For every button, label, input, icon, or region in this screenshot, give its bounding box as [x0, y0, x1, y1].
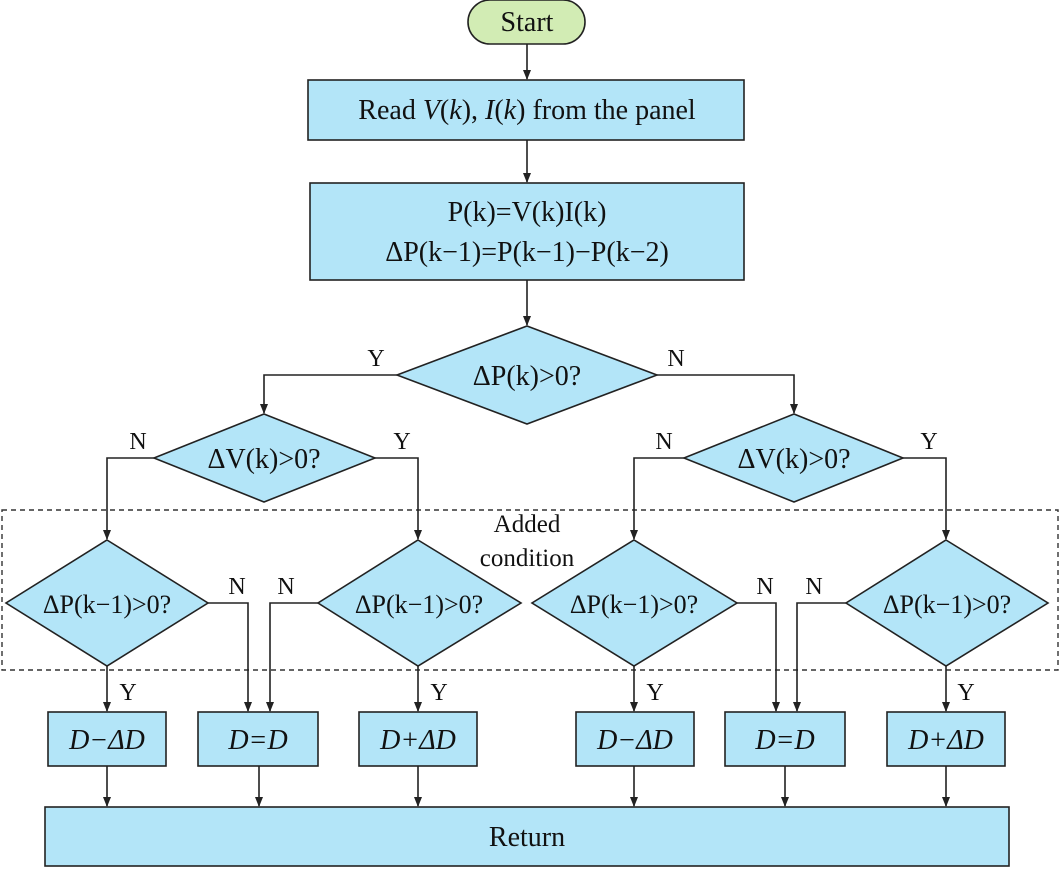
decision-dp-label: ΔP(k)>0?: [473, 361, 581, 392]
edge-label-dvr-no: N: [655, 429, 672, 455]
return-label: Return: [489, 822, 565, 853]
action-box-1: [47, 711, 167, 767]
decision-dp: [394, 325, 660, 425]
edge-label-d3-yes: Y: [646, 680, 663, 706]
action-label-2: D=D: [227, 725, 287, 756]
action-label-5: D=D: [754, 725, 814, 756]
edge-label-d4-yes: Y: [957, 680, 974, 706]
decision-dp1-4-label: ΔP(k−1)>0?: [883, 590, 1011, 619]
power-calc-line2: ΔP(k−1)=P(k−1)−P(k−2): [385, 237, 669, 268]
read-box: [307, 79, 745, 141]
decision-dp1-2-label: ΔP(k−1)>0?: [355, 590, 483, 619]
action-box-3: [358, 711, 478, 767]
edge-label-dvr-yes: Y: [920, 429, 937, 455]
action-box-4: [575, 711, 695, 767]
edge-label-d2-no: N: [277, 574, 294, 600]
edge-label-d4-no: N: [805, 574, 822, 600]
action-label-4: D−ΔD: [596, 725, 673, 756]
decision-dp1-4: [844, 539, 1050, 667]
edge-label-d3-no: N: [756, 574, 773, 600]
decision-dv-left: [151, 413, 378, 503]
decision-dp1-3: [530, 539, 739, 667]
decision-dp1-1: [4, 539, 210, 667]
decision-dp1-3-label: ΔP(k−1)>0?: [570, 590, 698, 619]
power-calc-line1: P(k)=V(k)I(k): [448, 197, 607, 228]
edge-label-d1-yes: Y: [119, 680, 136, 706]
added-condition-label-line1: Added: [494, 511, 561, 538]
start-label: Start: [501, 7, 554, 38]
action-box-6: [886, 711, 1006, 767]
action-box-2: [197, 711, 319, 767]
action-box-5: [724, 711, 846, 767]
edge-label-dp-no: N: [667, 346, 684, 372]
action-label-1: D−ΔD: [68, 725, 145, 756]
edge-label-dvl-yes: Y: [393, 429, 410, 455]
edge-label-d2-yes: Y: [430, 680, 447, 706]
edge-label-dp-yes: Y: [367, 346, 384, 372]
added-condition-region: [1, 509, 1059, 671]
action-label-3: D+ΔD: [379, 725, 456, 756]
decision-dv-right: [681, 413, 906, 503]
added-condition-label-line2: condition: [480, 545, 575, 572]
read-label: Read V(k), I(k) from the panel: [358, 95, 696, 126]
power-calc-box: [309, 182, 745, 281]
edge-label-dvl-no: N: [129, 429, 146, 455]
return-box: [44, 806, 1010, 867]
edges: [103, 44, 950, 807]
decision-dv-left-label: ΔV(k)>0?: [207, 444, 320, 475]
decision-dv-right-label: ΔV(k)>0?: [737, 444, 850, 475]
decision-dp1-2: [316, 539, 523, 667]
edge-label-d1-no: N: [228, 574, 245, 600]
decision-dp1-1-label: ΔP(k−1)>0?: [43, 590, 171, 619]
start-terminal: [467, 0, 586, 45]
action-label-6: D+ΔD: [907, 725, 984, 756]
